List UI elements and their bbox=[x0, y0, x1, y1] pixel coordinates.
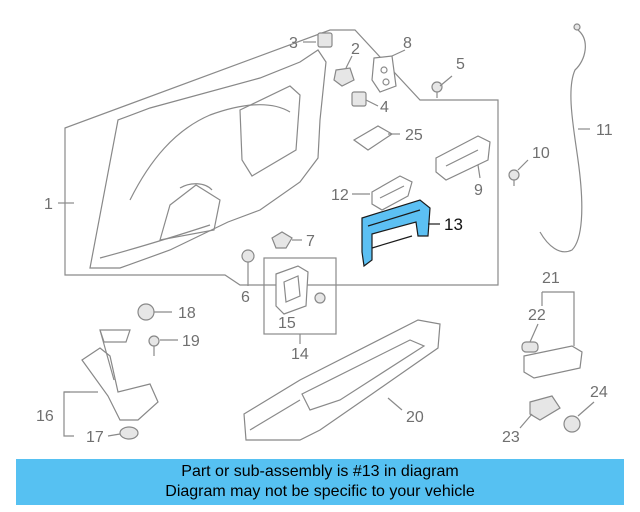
callout-19: 19 bbox=[182, 333, 200, 350]
info-banner: Part or sub-assembly is #13 in diagram D… bbox=[16, 459, 624, 505]
callout-1: 1 bbox=[44, 196, 53, 213]
callout-20: 20 bbox=[406, 409, 424, 426]
callout-3: 3 bbox=[289, 35, 298, 52]
callout-12: 12 bbox=[331, 187, 349, 204]
banner-line-1: Part or sub-assembly is #13 in diagram bbox=[181, 463, 459, 480]
callout-10: 10 bbox=[532, 145, 550, 162]
callout-25: 25 bbox=[405, 127, 423, 144]
grommet-part-18 bbox=[137, 303, 155, 321]
bracket-part-15 bbox=[275, 265, 309, 315]
callout-24: 24 bbox=[590, 384, 608, 401]
clip-part-3 bbox=[317, 32, 333, 48]
callout-17: 17 bbox=[86, 429, 104, 446]
bolt-part-19 bbox=[148, 335, 160, 356]
callout-14: 14 bbox=[291, 346, 309, 363]
bracket-part-8 bbox=[371, 55, 397, 93]
switch-part-22 bbox=[523, 345, 583, 379]
lamp-lens-part-12 bbox=[371, 175, 413, 211]
callout-22: 22 bbox=[528, 307, 546, 324]
bracket-part-16 bbox=[81, 347, 159, 421]
callout-21: 21 bbox=[542, 270, 560, 287]
callout-9: 9 bbox=[474, 182, 483, 199]
leader-lines bbox=[58, 41, 595, 437]
callout-18: 18 bbox=[178, 305, 196, 322]
clip-part-17 bbox=[119, 426, 139, 440]
nut-part-6 bbox=[241, 249, 255, 270]
cable-part-11 bbox=[539, 29, 586, 253]
banner-line-2: Diagram may not be specific to your vehi… bbox=[165, 483, 475, 500]
callout-5: 5 bbox=[456, 56, 465, 73]
callout-2: 2 bbox=[351, 41, 360, 58]
screw-part-10 bbox=[508, 169, 520, 186]
highlighted-part-13 bbox=[361, 199, 431, 268]
parts-diagram: 1 2 3 4 5 6 7 8 9 10 11 12 13 14 15 16 1… bbox=[36, 23, 613, 446]
retainer-part-2 bbox=[333, 67, 355, 87]
socket-part-23 bbox=[529, 395, 561, 421]
callout-4: 4 bbox=[380, 99, 389, 116]
callout-23: 23 bbox=[502, 429, 520, 446]
sill-plate-part-20 bbox=[243, 319, 441, 441]
callout-13: 13 bbox=[444, 215, 463, 234]
screw-part-15 bbox=[314, 292, 326, 304]
screw-part-5 bbox=[431, 81, 443, 98]
bulb-part-22 bbox=[521, 341, 539, 353]
callout-6: 6 bbox=[241, 289, 250, 306]
callout-15: 15 bbox=[278, 315, 296, 332]
callout-7: 7 bbox=[306, 233, 315, 250]
quarter-trim-panel bbox=[89, 49, 327, 269]
bulb-part-24 bbox=[563, 415, 581, 433]
clip-part-7 bbox=[271, 231, 293, 249]
callout-labels: 1 2 3 4 5 6 7 8 9 10 11 12 13 14 15 16 1… bbox=[36, 35, 613, 446]
vent-part-25 bbox=[352, 125, 394, 151]
callout-8: 8 bbox=[403, 35, 412, 52]
panel-group-outline bbox=[64, 29, 499, 286]
callout-16: 16 bbox=[36, 408, 54, 425]
clip-part-4 bbox=[351, 91, 367, 107]
callout-11: 11 bbox=[596, 122, 613, 139]
